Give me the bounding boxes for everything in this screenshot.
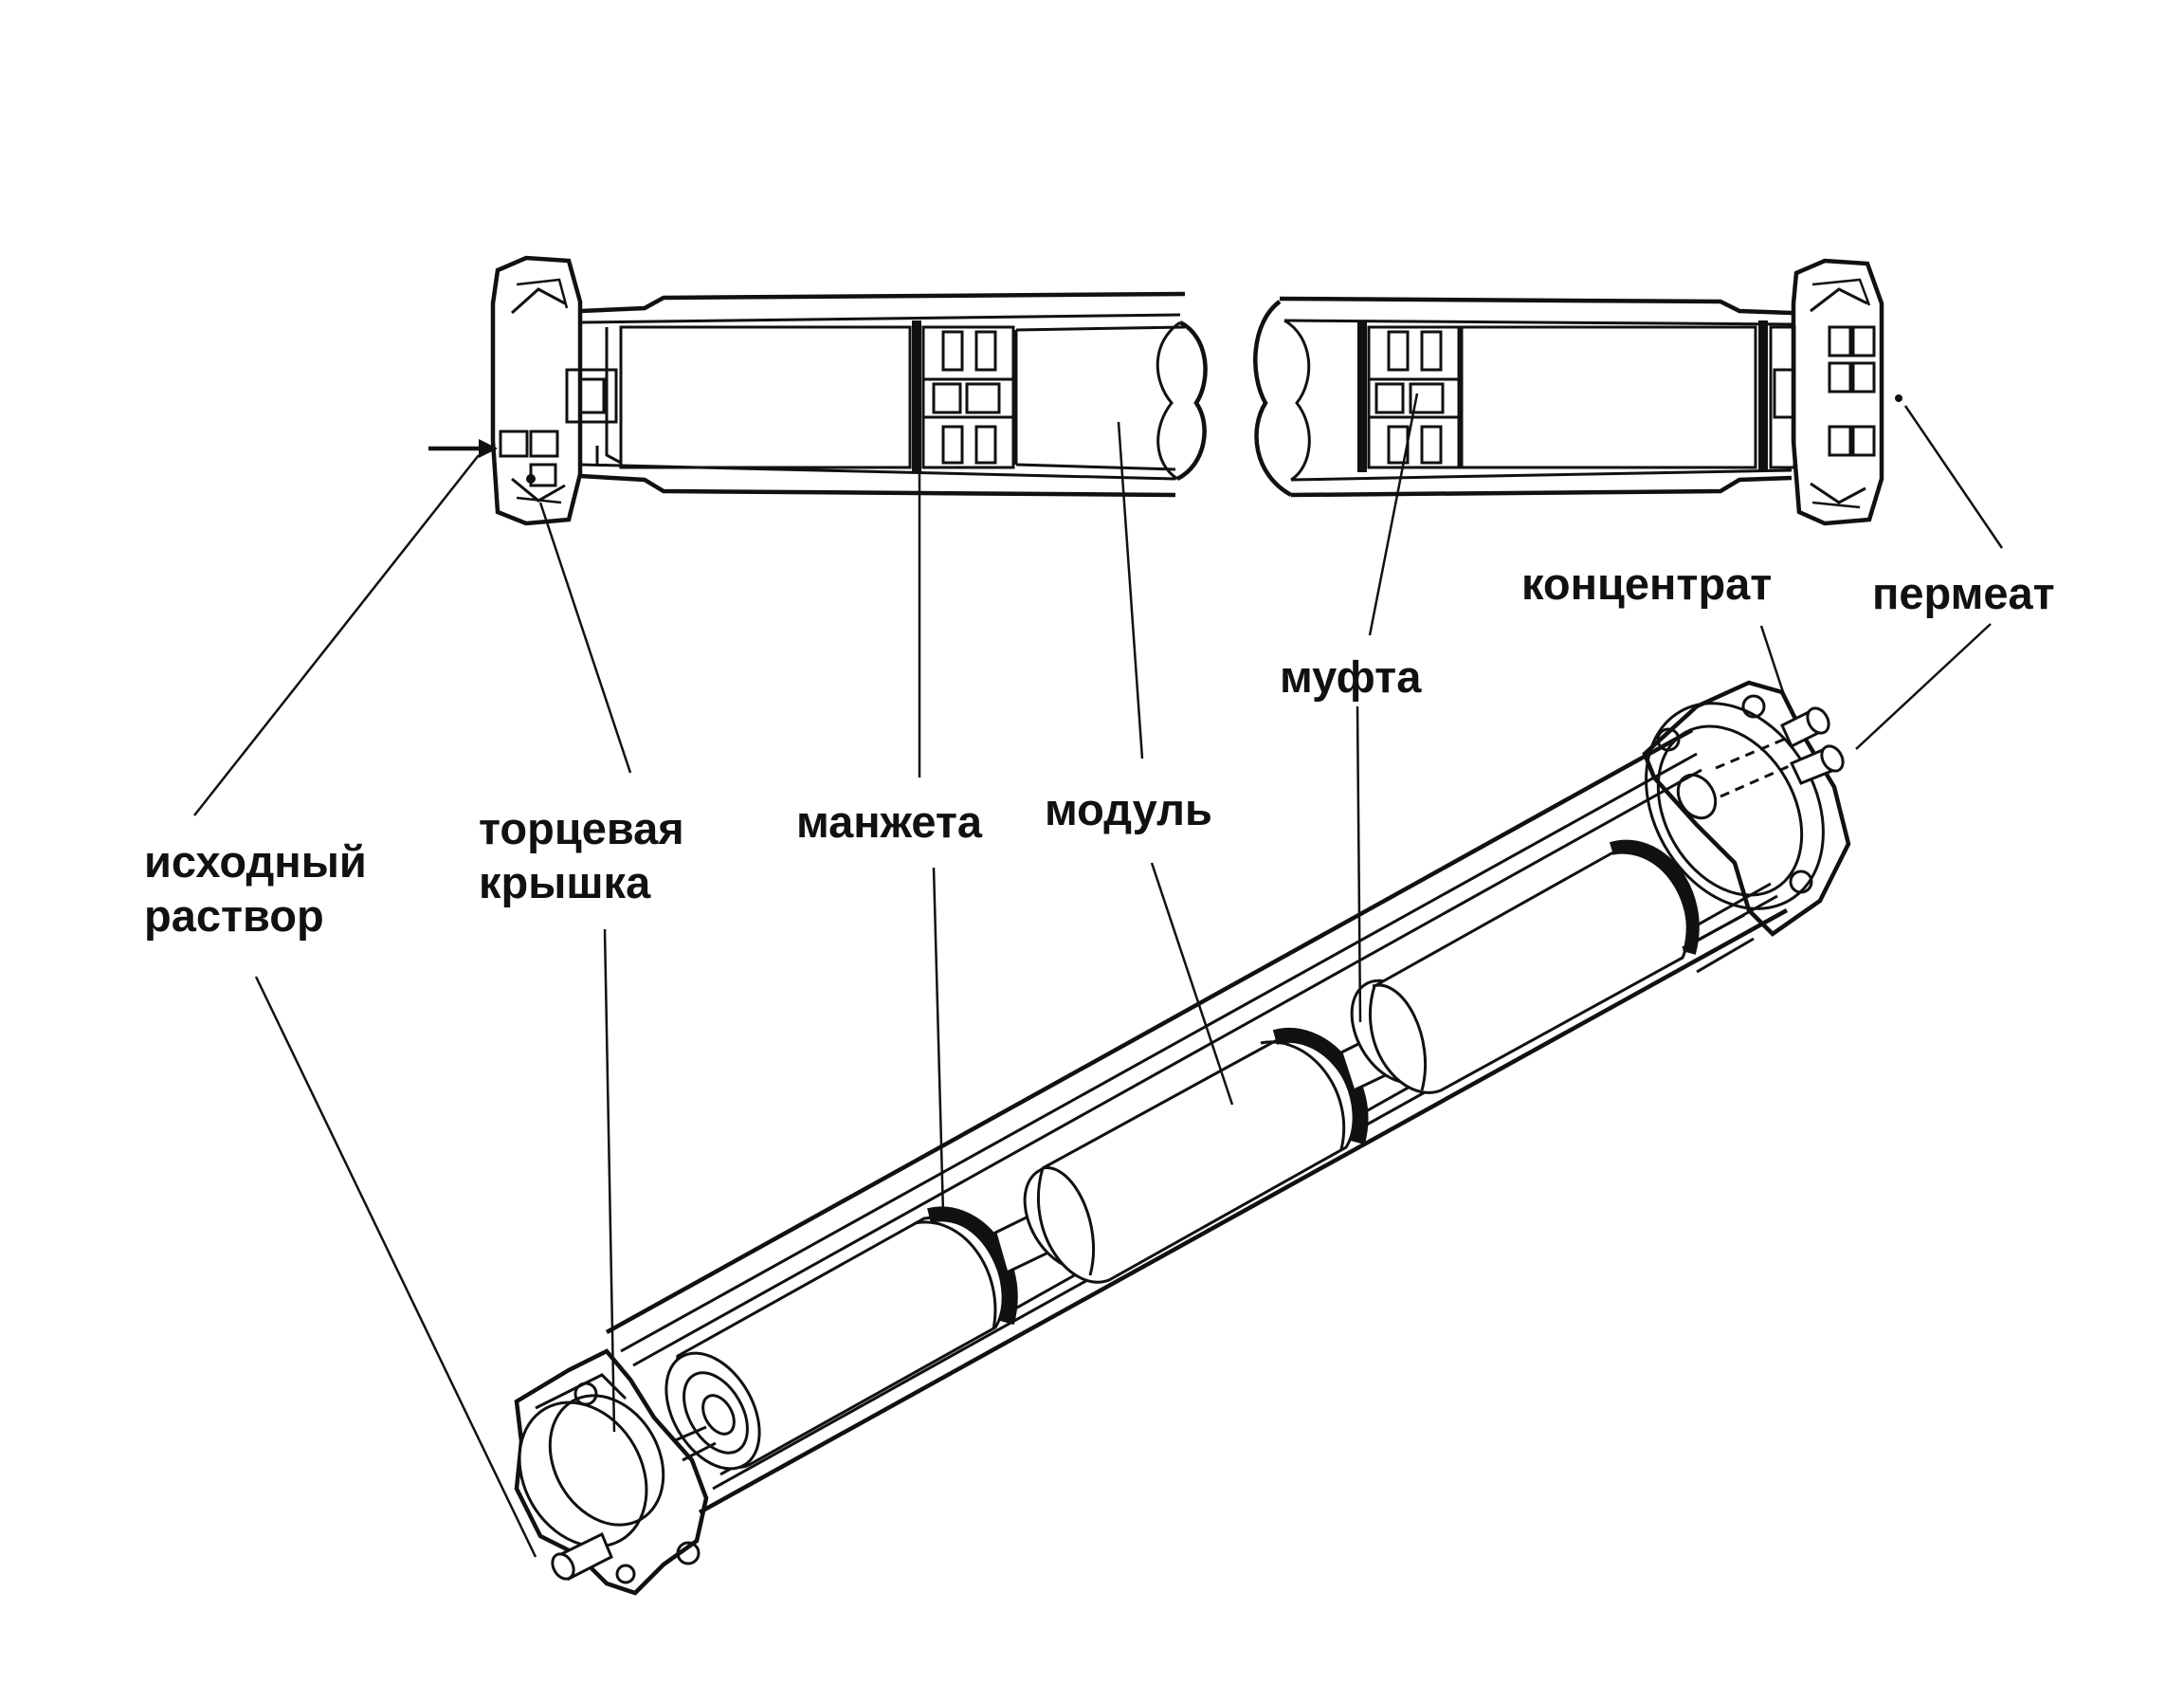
- label-permeate: пермеат: [1872, 568, 2055, 618]
- leader-feed-top: [193, 454, 480, 816]
- feed-arrow-icon: [428, 439, 498, 458]
- leader-cuff-bottom: [932, 867, 945, 1215]
- leader-module-top: [1117, 421, 1144, 760]
- label-cuff: манжета: [796, 796, 983, 847]
- label-module: модуль: [1045, 784, 1212, 834]
- label-end-cap-line-2: крышка: [479, 857, 651, 907]
- section-right-end-cap: [1791, 258, 1902, 526]
- section-left-tube: [565, 291, 1208, 498]
- label-coupling: муфта: [1280, 651, 1422, 702]
- leader-feed-bottom: [254, 976, 537, 1558]
- label-feed-line-2: раствор: [144, 890, 324, 941]
- right-end-cap: [1642, 680, 1851, 937]
- leader-permeate-top: [1903, 405, 2004, 549]
- leader-concentrate: [1759, 625, 1789, 705]
- section-view: [428, 255, 1902, 526]
- leader-permeate-bottom: [1855, 623, 1992, 750]
- cuff-2: [1260, 1028, 1369, 1150]
- module-2: [1036, 1038, 1356, 1284]
- left-end-cap: [514, 1348, 709, 1596]
- label-feed-line-1: исходный: [144, 836, 367, 887]
- module-3: [1368, 839, 1755, 1094]
- leader-endcap-bottom: [603, 928, 616, 1433]
- label-concentrate: концентрат: [1521, 558, 1772, 609]
- section-left-end-cap: [490, 255, 583, 526]
- section-right-tube: [1253, 296, 1796, 498]
- leader-lines: [193, 393, 2004, 1558]
- label-end-cap-line-1: торцевая: [479, 803, 684, 853]
- leader-endcap-top: [538, 502, 632, 774]
- labels: исходный раствор торцевая крышка манжета…: [144, 558, 2055, 941]
- leader-coupling-top: [1368, 393, 1419, 636]
- cutaway-view: [514, 680, 1851, 1596]
- cuff-1: [914, 1206, 1018, 1330]
- leader-module-bottom: [1150, 862, 1234, 1106]
- leader-coupling-bottom: [1356, 705, 1362, 1023]
